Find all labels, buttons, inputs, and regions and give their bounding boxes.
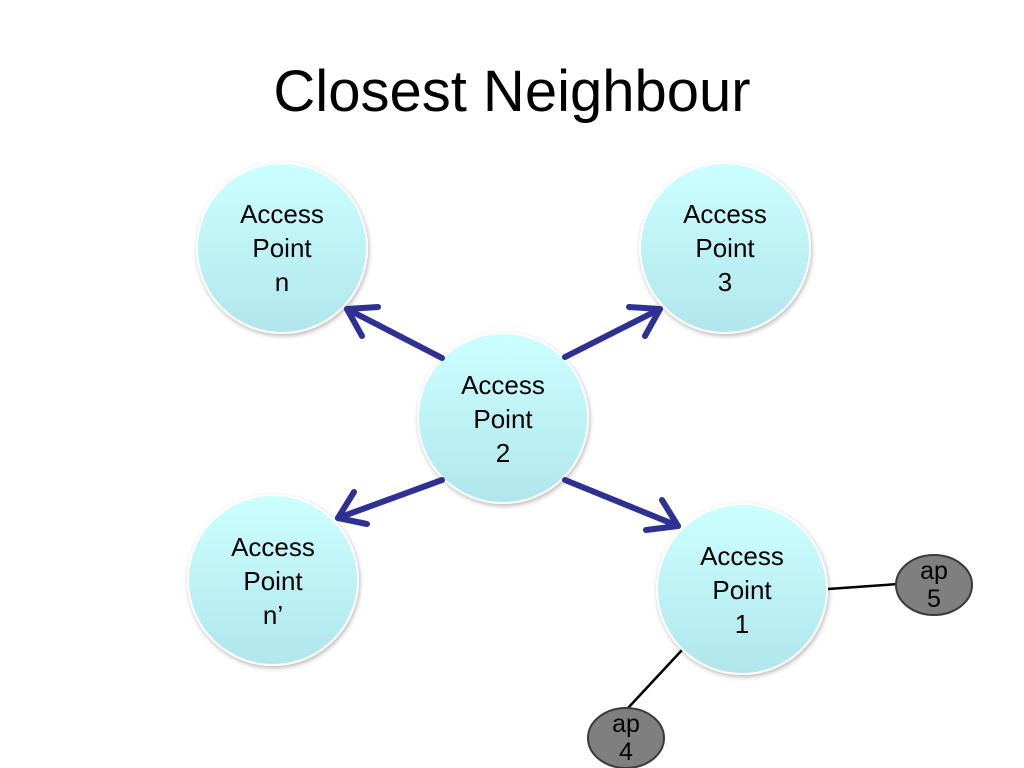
arrow-to-access-point-3 [562,304,663,360]
arrow-to-access-point-1 [562,477,681,533]
node-access-point-3[interactable] [639,162,811,334]
node-ap5[interactable] [895,554,973,616]
connector-ap1-ap4 [627,649,683,709]
connector-ap1-ap5 [827,582,899,591]
node-access-point-nprime[interactable] [187,494,359,666]
arrow-to-access-point-n [344,304,445,361]
arrow-to-access-point-nprime [335,477,445,527]
node-access-point-n[interactable] [196,162,368,334]
node-ap4[interactable] [587,707,665,768]
node-access-point-2[interactable] [417,332,589,504]
page-title: Closest Neighbour [273,59,751,124]
node-access-point-1[interactable] [656,503,828,675]
